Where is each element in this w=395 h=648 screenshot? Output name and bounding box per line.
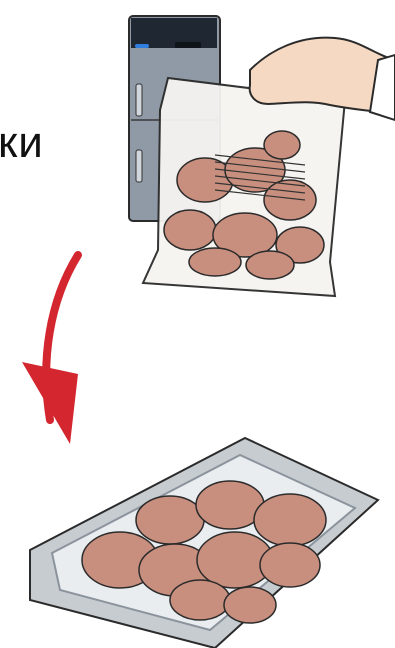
vacuum-bag-icon xyxy=(143,78,345,296)
curved-arrow-icon xyxy=(22,255,78,444)
gastronorm-tray-icon xyxy=(30,438,378,648)
